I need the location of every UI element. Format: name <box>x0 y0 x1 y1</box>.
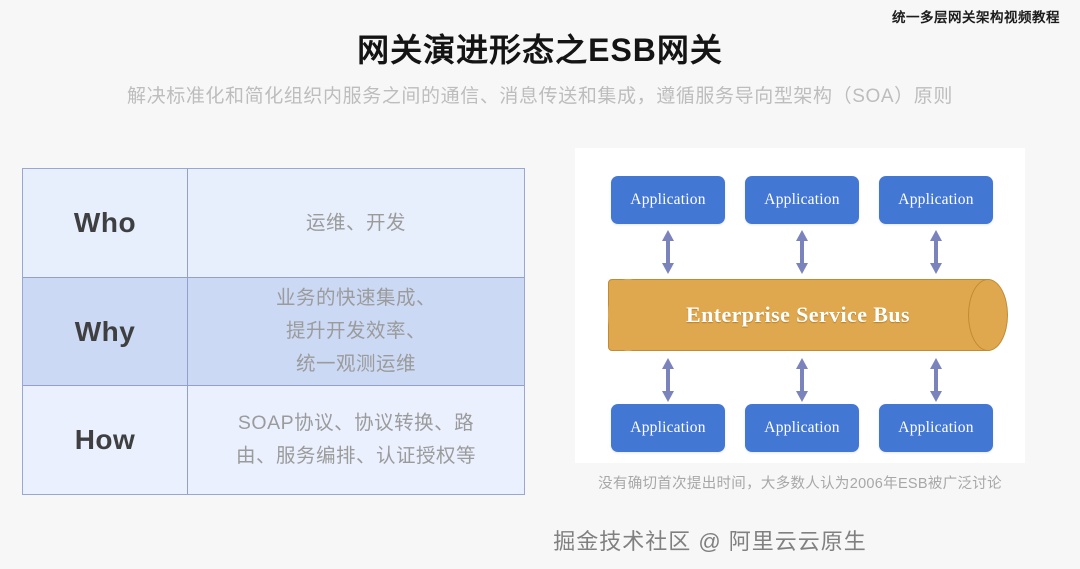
table-row-value: 业务的快速集成、提升开发效率、统一观测运维 <box>275 287 436 375</box>
page-subtitle: 解决标准化和简化组织内服务之间的通信、消息传送和集成，遵循服务导向型架构（SOA… <box>127 86 953 107</box>
table-row: Who 运维、开发 <box>23 169 524 277</box>
double-arrow-icon <box>927 356 945 404</box>
table-row: Why 业务的快速集成、提升开发效率、统一观测运维 <box>23 277 524 385</box>
diagram-caption: 没有确切首次提出时间，大多数人认为2006年ESB被广泛讨论 <box>598 476 1002 492</box>
esb-diagram: Application Application Application Ente… <box>575 148 1025 463</box>
who-why-how-table: Who 运维、开发 Why 业务的快速集成、提升开发效率、统一观测运维 How … <box>22 168 525 495</box>
bus-left-edge <box>608 279 648 351</box>
upper-arrow-group <box>611 228 993 276</box>
application-box: Application <box>611 176 725 224</box>
application-box: Application <box>611 404 725 452</box>
table-row: How SOAP协议、协议转换、路由、服务编排、认证授权等 <box>23 385 524 494</box>
double-arrow-icon <box>793 356 811 404</box>
watermark-text: 掘金技术社区 @ 阿里云云原生 <box>553 529 867 554</box>
double-arrow-icon <box>659 356 677 404</box>
top-application-row: Application Application Application <box>611 176 993 224</box>
application-box: Application <box>745 176 859 224</box>
course-tag: 统一多层网关架构视频教程 <box>892 10 1060 25</box>
double-arrow-icon <box>659 228 677 276</box>
watermark: 掘金技术社区 @ 阿里云云原生 <box>0 524 1080 556</box>
bus-body <box>608 279 988 351</box>
application-box: Application <box>745 404 859 452</box>
page-title: 网关演进形态之ESB网关 <box>357 32 723 68</box>
lower-arrow-group <box>611 356 993 404</box>
double-arrow-icon <box>927 228 945 276</box>
table-row-value: 运维、开发 <box>305 211 406 234</box>
enterprise-service-bus: Enterprise Service Bus <box>608 279 1008 351</box>
table-row-key: Why <box>23 278 188 385</box>
table-row-key: How <box>23 386 188 494</box>
table-row-value: SOAP协议、协议转换、路由、服务编排、认证授权等 <box>235 412 476 467</box>
application-box: Application <box>879 404 993 452</box>
bottom-application-row: Application Application Application <box>611 404 993 452</box>
bus-label: Enterprise Service Bus <box>686 302 910 327</box>
double-arrow-icon <box>793 228 811 276</box>
application-box: Application <box>879 176 993 224</box>
bus-right-cap <box>968 279 1008 351</box>
table-row-key: Who <box>23 169 188 277</box>
